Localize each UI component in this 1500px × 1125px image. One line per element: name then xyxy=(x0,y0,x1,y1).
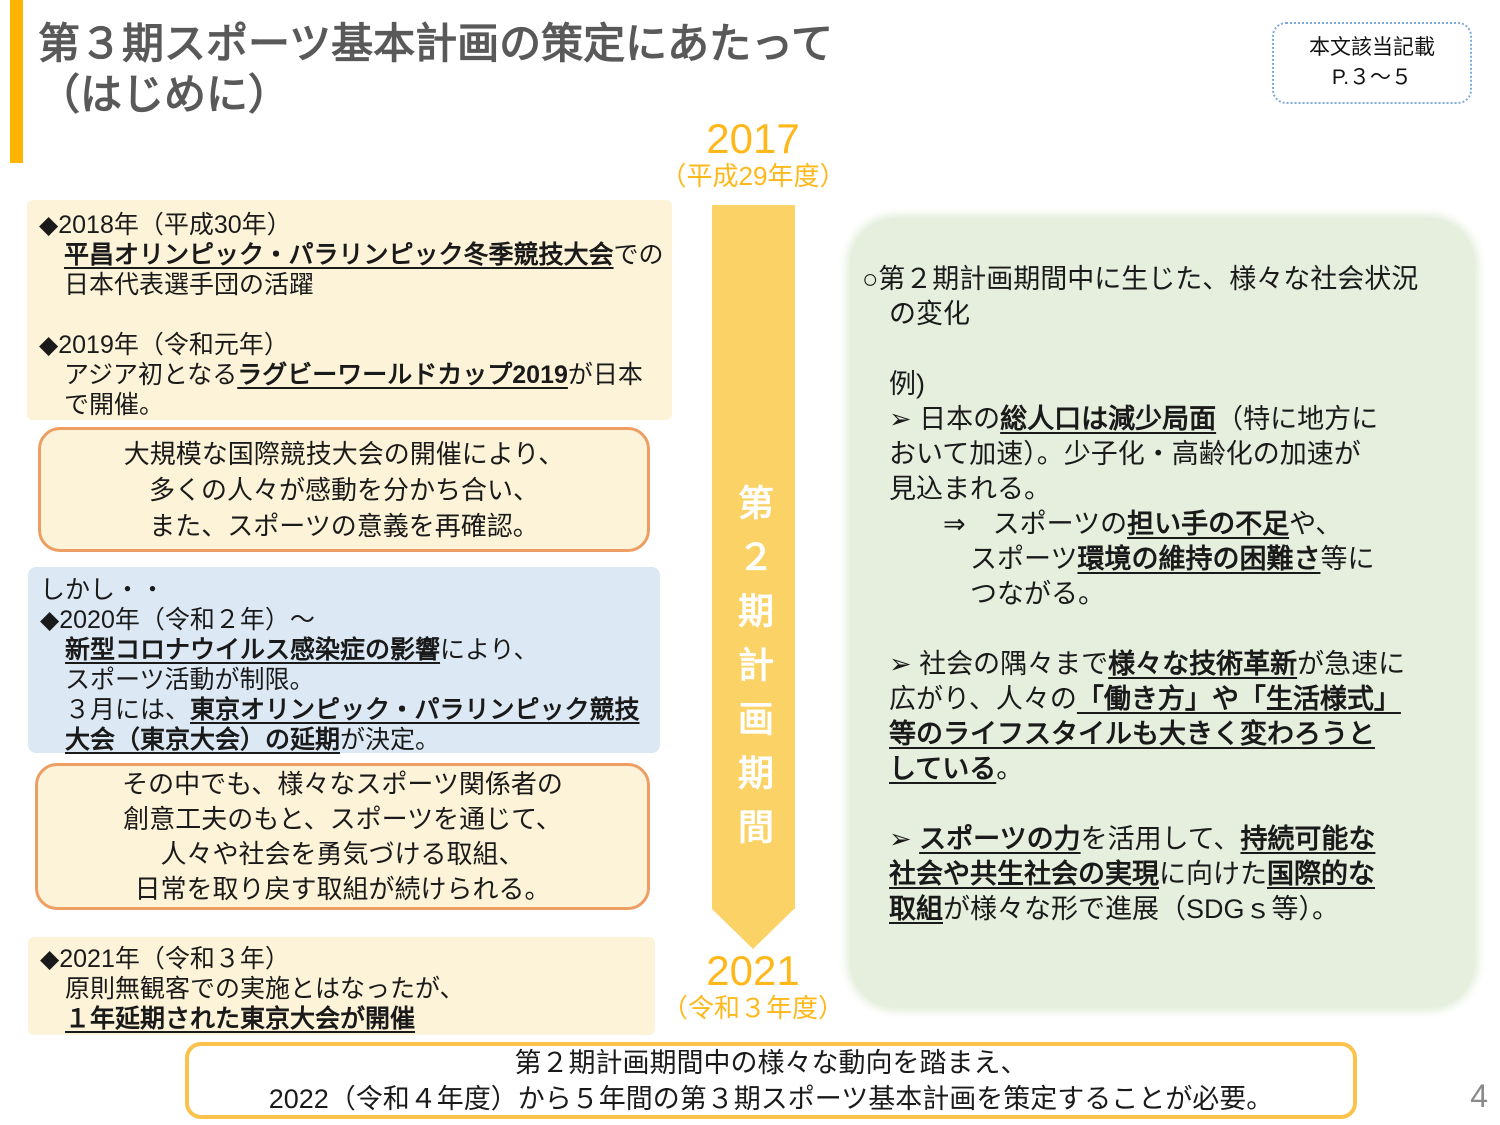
callout-sports-efforts: その中でも、様々なスポーツ関係者の創意工夫のもと、スポーツを通じて、人々や社会を… xyxy=(35,763,650,910)
timeline-start-label: 2017 （平成29年度） xyxy=(638,118,868,193)
title-accent-bar xyxy=(10,0,23,163)
timeline-end-label: 2021 （令和３年度） xyxy=(638,950,868,1025)
timeline-end-year: 2021 xyxy=(706,947,800,994)
timeline-arrow-body xyxy=(712,205,795,909)
reference-note-box: 本文該当記載 P.３～５ xyxy=(1272,22,1472,104)
page-number: 4 xyxy=(1470,1078,1488,1114)
conclusion-banner: 第２期計画期間中の様々な動向を踏まえ、2022（令和４年度）から５年間の第３期ス… xyxy=(185,1042,1357,1119)
page-title-line2: （はじめに） xyxy=(38,71,291,119)
events-2021-box: ◆2021年（令和３年） 原則無観客での実施とはなったが、 １年延期された東京大… xyxy=(28,937,655,1035)
timeline-arrow-tip xyxy=(712,909,794,949)
timeline-band-label: 第２期計画期間 xyxy=(733,484,774,862)
page-title-line1: 第３期スポーツ基本計画の策定にあたって xyxy=(38,20,834,67)
timeline-start-year: 2017 xyxy=(706,115,800,162)
timeline-end-era: （令和３年度） xyxy=(661,993,844,1023)
callout-international-games: 大規模な国際競技大会の開催により、多くの人々が感動を分かち合い、また、スポーツの… xyxy=(38,427,650,552)
reference-note-line1: 本文該当記載 xyxy=(1309,35,1435,59)
covid-2020-box: しかし・・◆2020年（令和２年）～ 新型コロナウイルス感染症の影響により、 ス… xyxy=(28,567,660,754)
events-2018-2019-box: ◆2018年（平成30年） 平昌オリンピック・パラリンピック冬季競技大会での 日… xyxy=(27,200,672,420)
social-changes-panel: ○第２期計画期間中に生じた、様々な社会状況 の変化 例) ➢ 日本の総人口は減少… xyxy=(850,218,1475,1008)
reference-note-line2: P.３～５ xyxy=(1331,66,1413,89)
timeline-start-era: （平成29年度） xyxy=(660,161,846,191)
page-title: 第３期スポーツ基本計画の策定にあたって （はじめに） xyxy=(38,18,1138,120)
